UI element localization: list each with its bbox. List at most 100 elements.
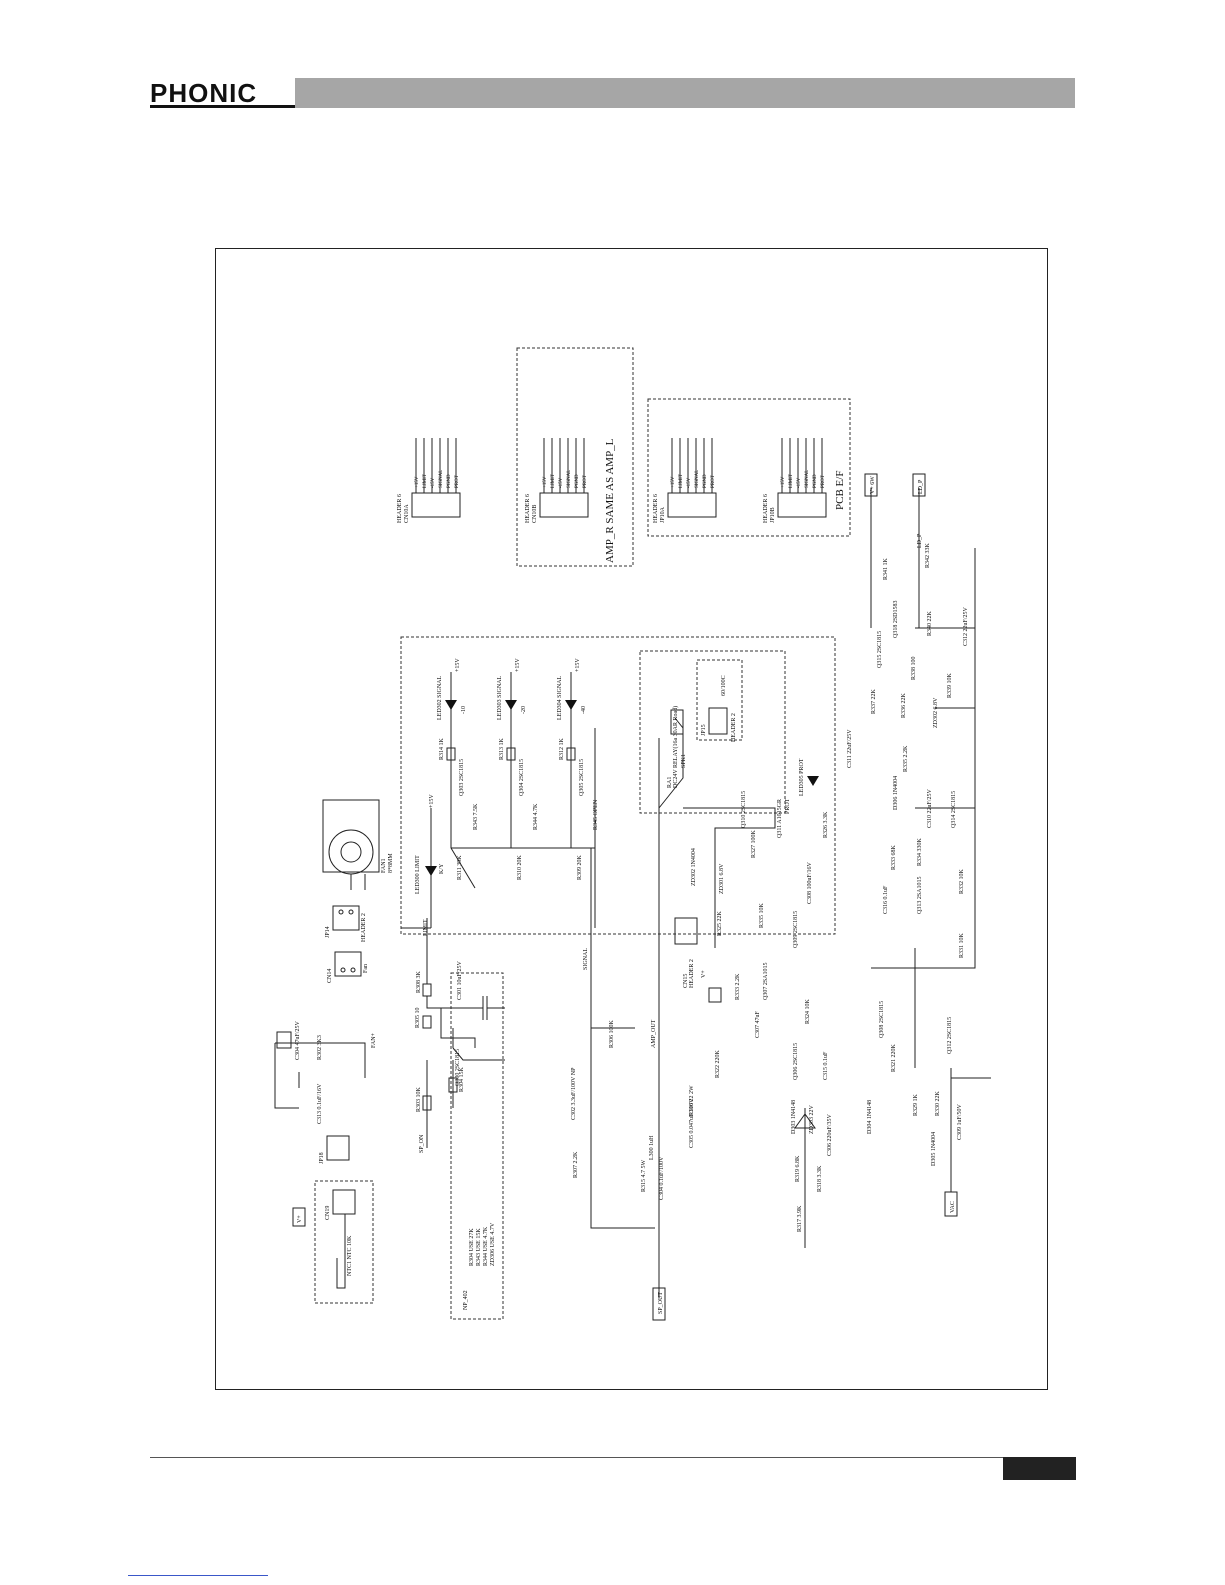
cn14-ref: CN14 (327, 969, 333, 983)
vplus-6w-flag (864, 473, 878, 497)
jp14-header (332, 905, 360, 931)
c301-label: C301 10uF/25V (457, 960, 463, 1000)
led302-symbol (445, 700, 457, 710)
jp14-type: HEADER 2 (361, 913, 367, 942)
fan-ref: FAN1 (381, 858, 387, 873)
note-box (450, 972, 504, 1320)
cn10b-sig-4: SIGNAL (567, 470, 572, 488)
vplus-flag-2 (708, 987, 722, 1003)
r303-symbol (422, 1095, 432, 1111)
d304-label: D304 1N4148 (867, 1100, 873, 1134)
page-header: PHONIC (150, 78, 1075, 108)
jp10a-sig-3: -15V (687, 477, 692, 488)
r331-label: R331 10K (959, 932, 965, 958)
l300-label: L300 1uH (649, 1135, 655, 1160)
ntc-label: NTC1 NTC 10K (347, 1235, 353, 1276)
jp10b-sig-6: PROT (821, 475, 826, 488)
note-line-4: ZD306 USE 4.7V (490, 1222, 496, 1266)
thermal-box (696, 659, 743, 741)
cn14-header (334, 951, 362, 977)
note-line-1: R304 USE 27K (469, 1228, 475, 1266)
fan-symbol (322, 799, 380, 890)
cn10a-sig-3: -15V (431, 477, 436, 488)
schematic-frame (215, 248, 1048, 1390)
q311-label: Q311 A1015GR (777, 799, 783, 838)
jp10a-sig-2: LIMIT (679, 474, 684, 488)
q309-label: Q309 2SC1815 (793, 911, 799, 948)
zd302b-label: ZD302 6.8V (933, 697, 939, 728)
jp10b-ref: JP10B (770, 507, 776, 523)
jp18-header (326, 1135, 350, 1161)
sp-on-wire (426, 1060, 454, 1148)
jp10b-sig-2: LIMIT (789, 474, 794, 488)
connector-jp10a: JP10A HEADER 6 +15V LIMIT -15V SIGNAL PG… (653, 438, 717, 523)
q307-label: Q307 2SA1015 (763, 962, 769, 1000)
jp10b-sig-4: SIGNAL (805, 470, 810, 488)
amp-out-label: AMP_OUT (651, 1019, 657, 1048)
vplus-wire (274, 1042, 366, 1109)
protect-wire (683, 807, 776, 948)
vac-label: VAC (950, 1201, 956, 1213)
r309-label: R309 20K (577, 854, 583, 880)
r337-label: R337 22K (871, 688, 877, 714)
cn10a-type: HEADER 6 (397, 494, 403, 523)
jp10a-sig-6: PROT (711, 475, 716, 488)
r325-label: R325 22K (717, 910, 723, 936)
signal-wire (590, 848, 655, 1229)
cn10a-ref: CN10A (404, 504, 410, 523)
rectifier-wire (794, 1108, 816, 1248)
r341-label: R341 1K (883, 557, 889, 580)
led302-level: -10 (461, 706, 467, 714)
r313-symbol (506, 747, 516, 761)
led303-level: -20 (521, 706, 527, 714)
led305-label: LED305 PROT (799, 758, 805, 796)
r322-label: R322 220K (715, 1049, 721, 1078)
led305-symbol (807, 776, 819, 786)
header-bar (295, 78, 1075, 108)
cn14-fan-label: Fan (363, 964, 369, 973)
led300-symbol (425, 866, 437, 876)
r318-label: R318 3.3K (817, 1165, 823, 1192)
zd303-label: ZD303 22V (809, 1105, 815, 1134)
c308-label: C308 100uF/16V (807, 861, 813, 904)
r327-label: R327 100K (751, 829, 757, 858)
q304-label: Q304 2SC1815 (519, 759, 525, 796)
right-bus (871, 548, 976, 969)
r314-symbol (446, 747, 456, 761)
r344-label: R344 4.7K (533, 803, 539, 830)
connector-jp10b: JP10B HEADER 6 +15V LIMIT -15V SIGNAL PG… (763, 438, 827, 523)
ra1-label: RA1 (667, 777, 673, 788)
r304-label: R304 15K (459, 1066, 465, 1092)
c311-label: C311 22uF/25V (847, 729, 853, 768)
spk1-flag (670, 709, 684, 735)
q312-label: Q312 2SC1815 (947, 1017, 953, 1054)
led303-supply: +15V (515, 658, 521, 672)
cn10b-type: HEADER 6 (525, 494, 531, 523)
d303-label: D303 1N4148 (791, 1100, 797, 1134)
c312-label: C312 22uF/25V (963, 606, 969, 646)
led-meter-box (400, 636, 836, 935)
q301-box (276, 1031, 292, 1049)
cn19-ref: CN19 (325, 1206, 331, 1220)
cn10a-sig-6: PROT (455, 475, 460, 488)
brand-logo: PHONIC (150, 78, 295, 108)
q308-label: Q308 2SC1815 (879, 1001, 885, 1038)
cn10b-sig-1: +15V (543, 476, 548, 488)
r303-label: R303 10K (416, 1086, 422, 1112)
r313-label: R313 1K (499, 737, 505, 760)
led303-symbol (505, 700, 517, 710)
c310-label: C310 22uF/25V (927, 788, 933, 828)
footer-link-underline (128, 1575, 268, 1576)
r315-label: R315 4.7 5W (641, 1159, 647, 1192)
r316-label: R316 22 2W (689, 1085, 695, 1116)
c305-label: C305 0.047uF/100V (689, 1098, 695, 1148)
ntc-box (314, 1180, 374, 1304)
vplus-flag (292, 1207, 306, 1227)
r340-label: R340 22K (927, 610, 933, 636)
c301-symbol (427, 996, 505, 1020)
vac-wire (914, 948, 991, 1192)
vplus-label-2: V+ (701, 970, 707, 978)
prot-label: PROT (785, 798, 791, 814)
pcb-ef-box (647, 398, 851, 537)
c309-label: C309 1uF/50V (957, 1103, 963, 1140)
